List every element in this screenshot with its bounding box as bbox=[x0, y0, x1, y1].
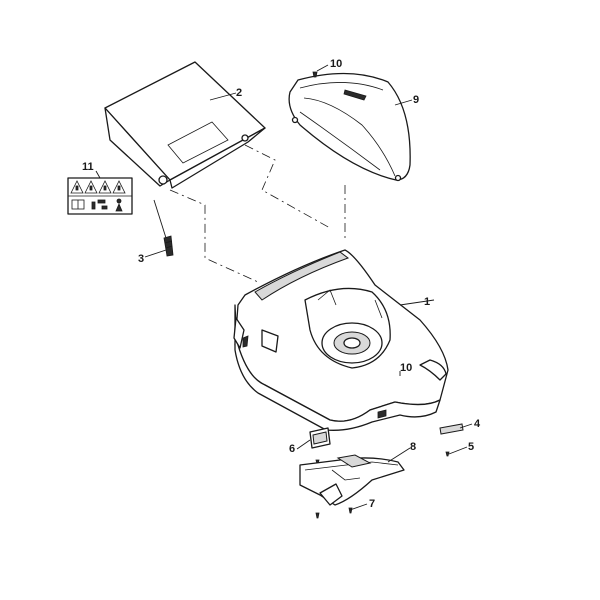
part-7-screws[interactable] bbox=[315, 507, 353, 519]
part-4-flap[interactable] bbox=[439, 423, 464, 435]
callout-leaders bbox=[95, 64, 473, 511]
warning-triangle-icon bbox=[70, 180, 126, 194]
manual-icon bbox=[71, 199, 85, 210]
callout-1: 1 bbox=[424, 296, 430, 308]
part-5-screw[interactable] bbox=[445, 451, 450, 457]
callout-9: 9 bbox=[413, 94, 419, 106]
part-1-mower-deck[interactable] bbox=[233, 249, 449, 431]
part-3-spring-rod[interactable] bbox=[153, 199, 174, 257]
callout-2: 2 bbox=[236, 87, 242, 99]
hand-blade-icon bbox=[91, 199, 108, 210]
callout-8: 8 bbox=[410, 441, 416, 453]
callout-5: 5 bbox=[468, 441, 474, 453]
part-9-engine-hood[interactable] bbox=[288, 72, 411, 182]
part-2-cover[interactable] bbox=[104, 61, 266, 189]
callout-6: 6 bbox=[289, 443, 295, 455]
part-8-deflector[interactable] bbox=[299, 454, 405, 506]
part-6-clip[interactable] bbox=[309, 427, 331, 465]
callout-7: 7 bbox=[369, 498, 375, 510]
part-10-screw-top[interactable] bbox=[312, 71, 318, 78]
person-icon bbox=[115, 198, 123, 212]
part-11-warning-label[interactable] bbox=[67, 177, 133, 215]
callout-3: 3 bbox=[138, 253, 144, 265]
assembly-guide-lines bbox=[169, 144, 346, 283]
callout-10-top: 10 bbox=[330, 58, 342, 70]
callout-10-deck: 10 bbox=[400, 362, 412, 374]
callout-4: 4 bbox=[474, 418, 481, 430]
callout-11: 11 bbox=[82, 161, 94, 173]
